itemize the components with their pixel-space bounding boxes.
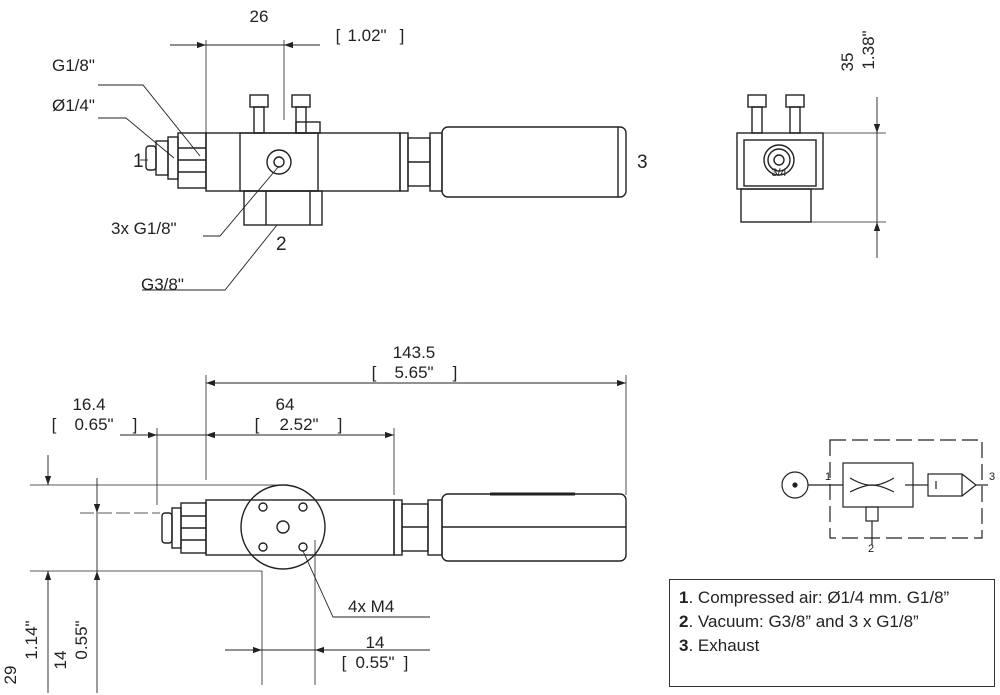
- dim-26-in: 1.02": [347, 26, 386, 45]
- legend-item: 2. Vacuum: G3/8” and 3 x G1/8”: [679, 612, 919, 631]
- svg-text:[: [: [372, 363, 377, 382]
- dim-14v-mm: 14: [51, 651, 70, 670]
- dim-14h-mm: 14: [366, 633, 385, 652]
- dim-14v-in: 0.55": [72, 620, 91, 659]
- legend-item: 3. Exhaust: [679, 636, 760, 655]
- callout-3: 3: [637, 152, 648, 173]
- port-circle: [266, 149, 292, 175]
- svg-text:[: [: [342, 653, 347, 672]
- end-view: [736, 94, 886, 258]
- dim-26-mm: 26: [250, 7, 269, 26]
- svg-text:[: [: [52, 415, 57, 434]
- flange: [240, 484, 326, 570]
- svg-text:]: ]: [453, 363, 458, 382]
- side-view: [98, 40, 627, 291]
- legend-box: 1. Compressed air: Ø1/4 mm. G1/8” 2. Vac…: [669, 579, 995, 687]
- svg-text:[: [: [255, 415, 260, 434]
- silencer: [441, 126, 627, 198]
- end-view-labels: 3/4 35 1.38": [771, 30, 878, 179]
- end-cap-text: 3/4: [771, 167, 786, 179]
- dim-35-mm: 35: [838, 53, 857, 72]
- dim-14h-in: 0.55": [355, 653, 394, 672]
- svg-text:]: ]: [338, 415, 343, 434]
- plan-view-labels: 143.5 5.65" [ ] 16.4 0.65" [ ] 64 2.52" …: [1, 343, 457, 684]
- dim-16-in: 0.65": [74, 415, 113, 434]
- callout-1: 1: [133, 151, 144, 172]
- svg-text:]: ]: [404, 653, 409, 672]
- end-port: [763, 144, 795, 176]
- dim-16-mm: 16.4: [72, 395, 105, 414]
- ports-label: 3x G1/8": [111, 219, 177, 238]
- sch-port-2: 2: [868, 543, 874, 555]
- side-view-labels: 26 1.02" [ ] G1/8" Ø1/4" 1 3 3x G1/8" 2 …: [52, 7, 648, 294]
- svg-text:]: ]: [133, 415, 138, 434]
- tube-stub: [145, 145, 157, 171]
- schematic-labels: 1 2 3: [825, 471, 995, 555]
- dim-143-mm: 143.5: [393, 343, 436, 362]
- dim-29-in: 1.14": [22, 620, 41, 659]
- bracket-left: [: [336, 26, 341, 45]
- sch-port-3: 3: [989, 471, 995, 483]
- mount-label: 4x M4: [348, 597, 394, 616]
- dim-64-in: 2.52": [279, 415, 318, 434]
- silencer-symbol: [927, 473, 963, 497]
- dim-29-mm: 29: [1, 666, 20, 685]
- tube-label: Ø1/4": [52, 96, 95, 115]
- dim-64-mm: 64: [276, 395, 295, 414]
- plan-view: [30, 375, 627, 693]
- legend-item: 1. Compressed air: Ø1/4 mm. G1/8”: [679, 588, 950, 607]
- vacuum-thread-label: G3/8": [141, 275, 184, 294]
- sch-port-1: 1: [825, 471, 831, 483]
- pneumatic-schematic: [781, 439, 988, 545]
- dim-35-in: 1.38": [859, 30, 878, 69]
- main-body: [205, 132, 401, 192]
- bracket-right: ]: [400, 26, 405, 45]
- callout-2: 2: [276, 234, 287, 255]
- dim-143-in: 5.65": [394, 363, 433, 382]
- thread-label: G1/8": [52, 56, 95, 75]
